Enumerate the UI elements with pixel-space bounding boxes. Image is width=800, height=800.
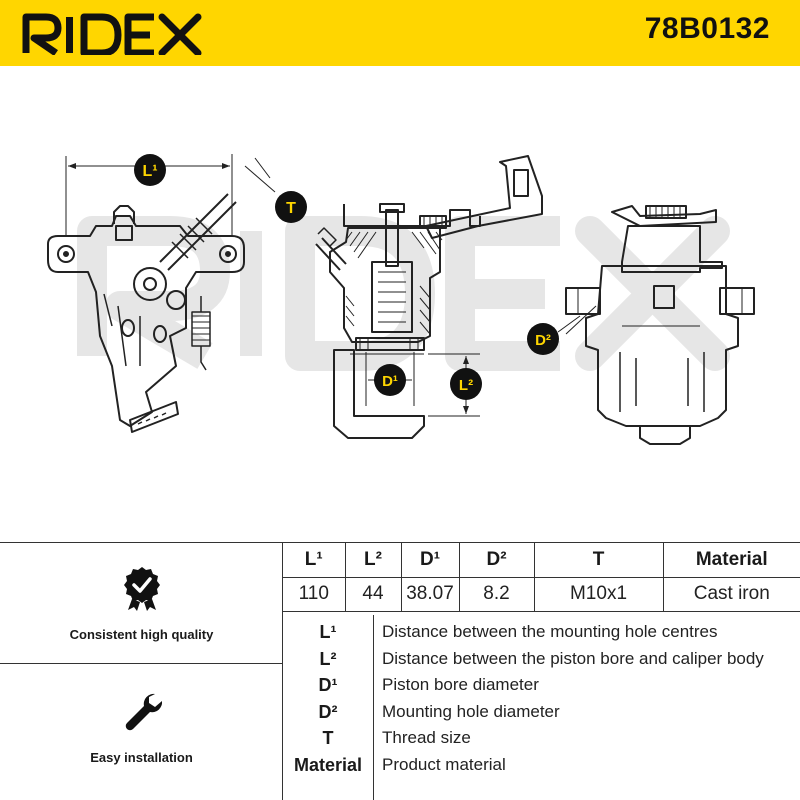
caliper-rear-view [557, 205, 755, 445]
callout-d1-label: D¹ [382, 373, 398, 390]
spec-header-l2: L² [344, 543, 402, 578]
quality-badge-icon [124, 567, 160, 611]
caliper-section-view [315, 155, 543, 439]
legend-row: Material Product material [283, 752, 800, 778]
spec-value-row: 110 44 38.07 8.2 M10x1 Cast iron [283, 576, 800, 612]
legend-desc: Thread size [382, 728, 471, 747]
callout-t-label: T [286, 200, 296, 217]
legend-row: D¹ Piston bore diameter [283, 672, 800, 698]
callout-t: T [275, 191, 307, 223]
part-number: 78B0132 [644, 12, 770, 45]
spec-value-d1: 38.07 [400, 576, 460, 612]
legend-row: L¹ Distance between the mounting hole ce… [283, 619, 800, 645]
legend-row: T Thread size [283, 725, 800, 751]
spec-header-l1: L¹ [283, 543, 346, 578]
legend-key: T [322, 728, 334, 748]
legend-row: L² Distance between the piston bore and … [283, 646, 800, 672]
legend-divider [373, 615, 374, 800]
callout-l1-label: L¹ [142, 163, 157, 180]
spec-table: L¹ L² D¹ D² T Material 110 44 38.07 8.2 … [283, 543, 800, 612]
legend-key: Material [293, 755, 363, 775]
spec-value-d2: 8.2 [458, 576, 535, 612]
callout-l2: L² [450, 368, 482, 400]
spec-header-d1: D¹ [400, 543, 460, 578]
legend-desc: Product material [382, 755, 506, 774]
features-panel: Consistent high quality Easy installatio… [0, 543, 283, 800]
legend-desc: Distance between the piston bore and cal… [382, 649, 764, 668]
legend-desc: Distance between the mounting hole centr… [382, 622, 718, 641]
feature-installation-label: Easy installation [90, 750, 193, 765]
brand-logo [22, 13, 202, 55]
callout-d2: D² [527, 323, 559, 355]
technical-drawing: L¹ T D¹ L² D² [0, 66, 800, 542]
legend-panel: L¹ Distance between the mounting hole ce… [283, 615, 800, 800]
callout-l2-label: L² [459, 377, 473, 394]
feature-installation: Easy installation [0, 664, 283, 800]
legend-key: D² [318, 702, 338, 722]
legend-desc: Piston bore diameter [382, 675, 539, 694]
wrench-icon [125, 693, 162, 731]
header-bar: 78B0132 [0, 0, 800, 66]
legend-key: D¹ [318, 675, 338, 695]
caliper-drawing-svg: L¹ T D¹ L² D² [47, 154, 755, 445]
legend-key: L¹ [319, 622, 337, 642]
spec-header-material: Material [662, 543, 800, 578]
spec-value-l2: 44 [344, 576, 402, 612]
legend-key: L² [319, 649, 337, 669]
feature-quality: Consistent high quality [0, 543, 283, 664]
spec-value-t: M10x1 [533, 576, 664, 612]
callout-d2-label: D² [535, 332, 551, 349]
spec-header-row: L¹ L² D¹ D² T Material [283, 543, 800, 578]
callout-l1: L¹ [134, 154, 166, 186]
spec-value-material: Cast iron [662, 576, 800, 612]
legend-desc: Mounting hole diameter [382, 702, 560, 721]
feature-quality-label: Consistent high quality [69, 627, 214, 642]
spec-section: Consistent high quality Easy installatio… [0, 542, 800, 800]
spec-header-d2: D² [458, 543, 535, 578]
spec-header-t: T [533, 543, 664, 578]
caliper-side-view [47, 154, 276, 433]
spec-value-l1: 110 [283, 576, 346, 612]
callout-d1: D¹ [374, 364, 406, 396]
legend-row: D² Mounting hole diameter [283, 699, 800, 725]
